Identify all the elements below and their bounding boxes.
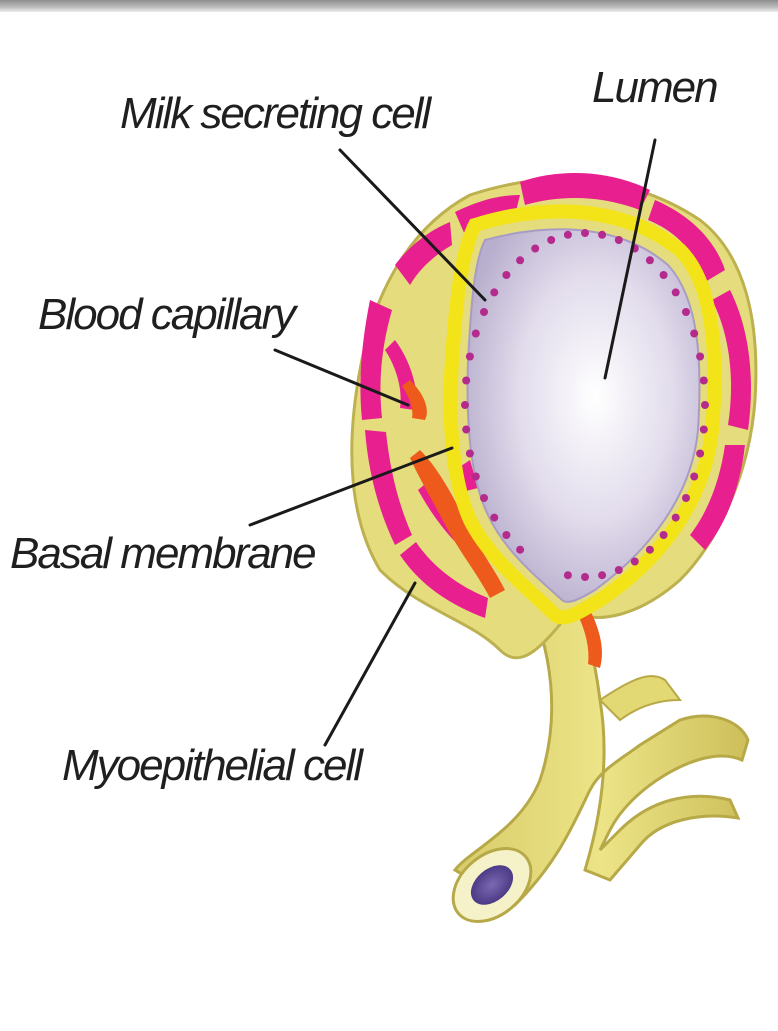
cell-nucleus-dot (682, 308, 690, 316)
label-lumen: Lumen (592, 66, 717, 110)
cell-nucleus-dot (480, 308, 488, 316)
cell-nucleus-dot (490, 288, 498, 296)
cell-nucleus-dot (502, 531, 510, 539)
cell-nucleus-dot (516, 546, 524, 554)
cell-nucleus-dot (547, 236, 555, 244)
cell-nucleus-dot (615, 236, 623, 244)
cell-nucleus-dot (581, 573, 589, 581)
cell-nucleus-dot (696, 353, 704, 361)
label-basal-membrane: Basal membrane (10, 532, 315, 576)
cell-nucleus-dot (700, 377, 708, 385)
cell-nucleus-dot (531, 245, 539, 253)
cell-nucleus-dot (564, 571, 572, 579)
cell-nucleus-dot (701, 401, 709, 409)
cell-nucleus-dot (462, 377, 470, 385)
cell-nucleus-dot (682, 494, 690, 502)
cell-nucleus-dot (472, 473, 480, 481)
cell-nucleus-dot (490, 514, 498, 522)
cell-nucleus-dot (581, 229, 589, 237)
myoepithelial-cell-leader-line (325, 583, 415, 745)
cell-nucleus-dot (646, 546, 654, 554)
cell-nucleus-dot (598, 231, 606, 239)
label-myoepithelial-cell: Myoepithelial cell (62, 744, 361, 788)
cell-nucleus-dot (631, 558, 639, 566)
cell-nucleus-dot (516, 256, 524, 264)
cell-nucleus-dot (690, 473, 698, 481)
cell-nucleus-dot (672, 514, 680, 522)
cell-nucleus-dot (660, 271, 668, 279)
label-blood-capillary: Blood capillary (38, 293, 294, 337)
cell-nucleus-dot (502, 271, 510, 279)
cell-nucleus-dot (660, 531, 668, 539)
cell-nucleus-dot (672, 288, 680, 296)
label-milk-secreting-cell: Milk secreting cell (120, 92, 429, 136)
cell-nucleus-dot (472, 330, 480, 338)
cell-nucleus-dot (466, 353, 474, 361)
cell-nucleus-dot (598, 571, 606, 579)
cell-nucleus-dot (466, 450, 474, 458)
cell-nucleus-dot (696, 450, 704, 458)
cell-nucleus-dot (480, 494, 488, 502)
cell-nucleus-dot (462, 426, 470, 434)
cell-nucleus-dot (615, 566, 623, 574)
cell-nucleus-dot (700, 426, 708, 434)
cell-nucleus-dot (646, 256, 654, 264)
cell-nucleus-dot (690, 330, 698, 338)
cell-nucleus-dot (564, 231, 572, 239)
cell-nucleus-dot (461, 401, 469, 409)
